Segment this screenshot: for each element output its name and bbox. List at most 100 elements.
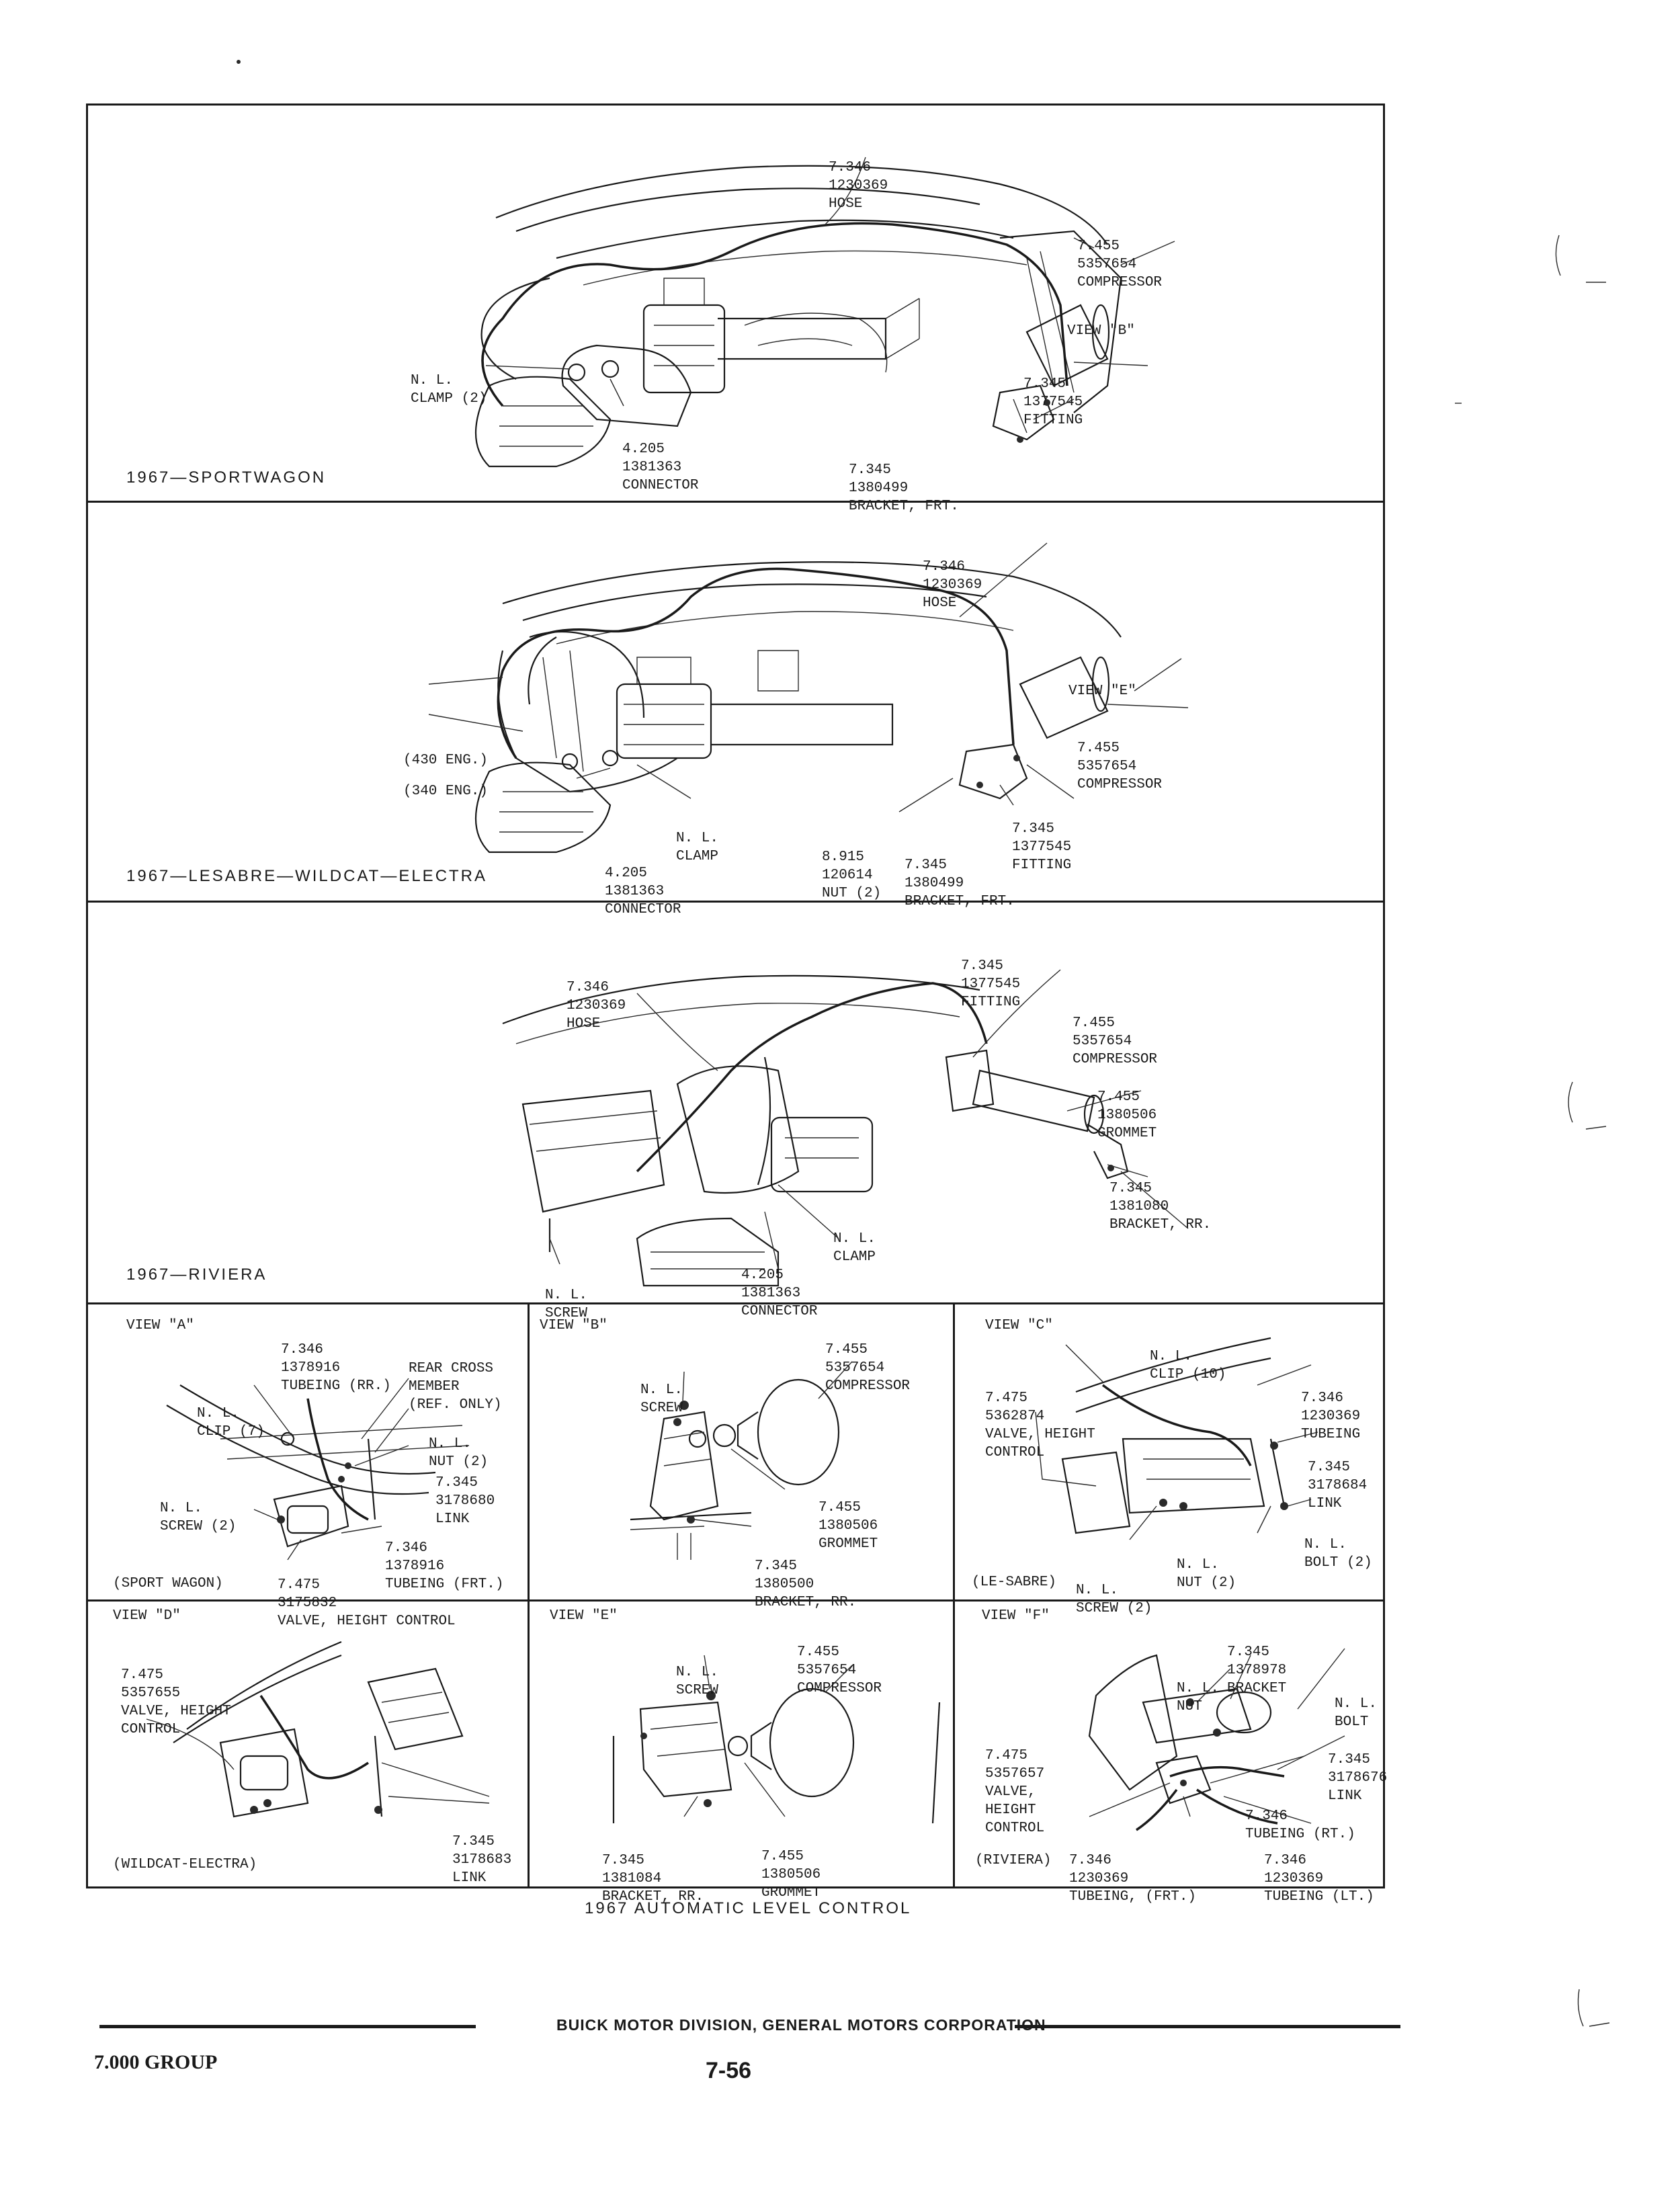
va-nut-label: N. L.NUT (2) xyxy=(429,1436,489,1470)
vb-screw-label: N. L.SCREW xyxy=(640,1382,683,1416)
view-f-illustration xyxy=(955,1602,1385,1888)
vc-clip-label: N. L.CLIP (10) xyxy=(1150,1349,1226,1382)
le-caption: 1967—LESABRE—WILDCAT—ELECTRA xyxy=(126,867,488,885)
vc-title: VIEW "C" xyxy=(985,1318,1053,1333)
divider-2 xyxy=(86,901,1385,903)
ri-screw-label: N. L.SCREW xyxy=(545,1288,588,1321)
vc-bolt-label: N. L.BOLT (2) xyxy=(1304,1537,1372,1571)
vc-screw-label: N. L.SCREW (2) xyxy=(1076,1583,1152,1616)
va-title: VIEW "A" xyxy=(126,1318,194,1333)
divider-v1 xyxy=(528,1302,530,1888)
sportwagon-illustration xyxy=(86,103,1385,501)
riviera-illustration xyxy=(86,903,1385,1302)
le-view-e-label: VIEW "E" xyxy=(1068,683,1136,699)
ve-screw-label: N. L.SCREW xyxy=(676,1665,719,1698)
view-c-illustration xyxy=(955,1304,1385,1599)
vd-footer: (WILDCAT-ELECTRA) xyxy=(113,1857,257,1872)
le-clamp-label: N. L.CLAMP xyxy=(676,831,719,864)
va-clip-label: N. L.CLIP (7) xyxy=(197,1406,265,1440)
divider-1 xyxy=(86,501,1385,503)
divider-4 xyxy=(86,1599,1385,1602)
ri-clamp-label: N. L.CLAMP xyxy=(833,1231,876,1265)
footer-rule-right xyxy=(1015,2025,1400,2028)
footer-division: BUICK MOTOR DIVISION, GENERAL MOTORS COR… xyxy=(556,2016,1046,2034)
sw-caption: 1967—SPORTWAGON xyxy=(126,468,327,487)
ve-title: VIEW "E" xyxy=(550,1608,618,1624)
vc-footer: (LE-SABRE) xyxy=(972,1575,1057,1590)
view-e-illustration xyxy=(530,1602,953,1888)
le-340-label: (340 ENG.) xyxy=(403,784,489,799)
divider-3 xyxy=(86,1302,1385,1304)
figure-caption: 1967 AUTOMATIC LEVEL CONTROL xyxy=(585,1899,912,1917)
vb-title: VIEW "B" xyxy=(540,1318,607,1333)
view-d-illustration xyxy=(86,1602,528,1888)
le-430-label: (430 ENG.) xyxy=(403,753,489,768)
va-footer: (SPORT WAGON) xyxy=(113,1576,223,1591)
footer-page-number: 7-56 xyxy=(706,2058,752,2083)
vf-nut-label: N. L.NUT xyxy=(1177,1681,1220,1714)
sw-view-b-label: VIEW "B" xyxy=(1067,323,1135,339)
va-screw-label: N. L.SCREW (2) xyxy=(160,1501,237,1534)
figure-frame xyxy=(86,103,1385,1888)
vf-title: VIEW "F" xyxy=(982,1608,1050,1624)
vf-bolt-label: N. L.BOLT xyxy=(1335,1696,1378,1730)
view-b-illustration xyxy=(530,1304,953,1599)
vf-footer: (RIVIERA) xyxy=(975,1853,1052,1868)
ri-caption: 1967—RIVIERA xyxy=(126,1265,267,1284)
vc-nut-label: N. L.NUT (2) xyxy=(1177,1557,1236,1591)
view-a-illustration xyxy=(86,1304,528,1599)
vd-title: VIEW "D" xyxy=(113,1608,181,1624)
divider-v2 xyxy=(953,1302,955,1888)
footer-group: 7.000 GROUP xyxy=(94,2051,218,2073)
lesabre-illustration xyxy=(86,503,1385,901)
